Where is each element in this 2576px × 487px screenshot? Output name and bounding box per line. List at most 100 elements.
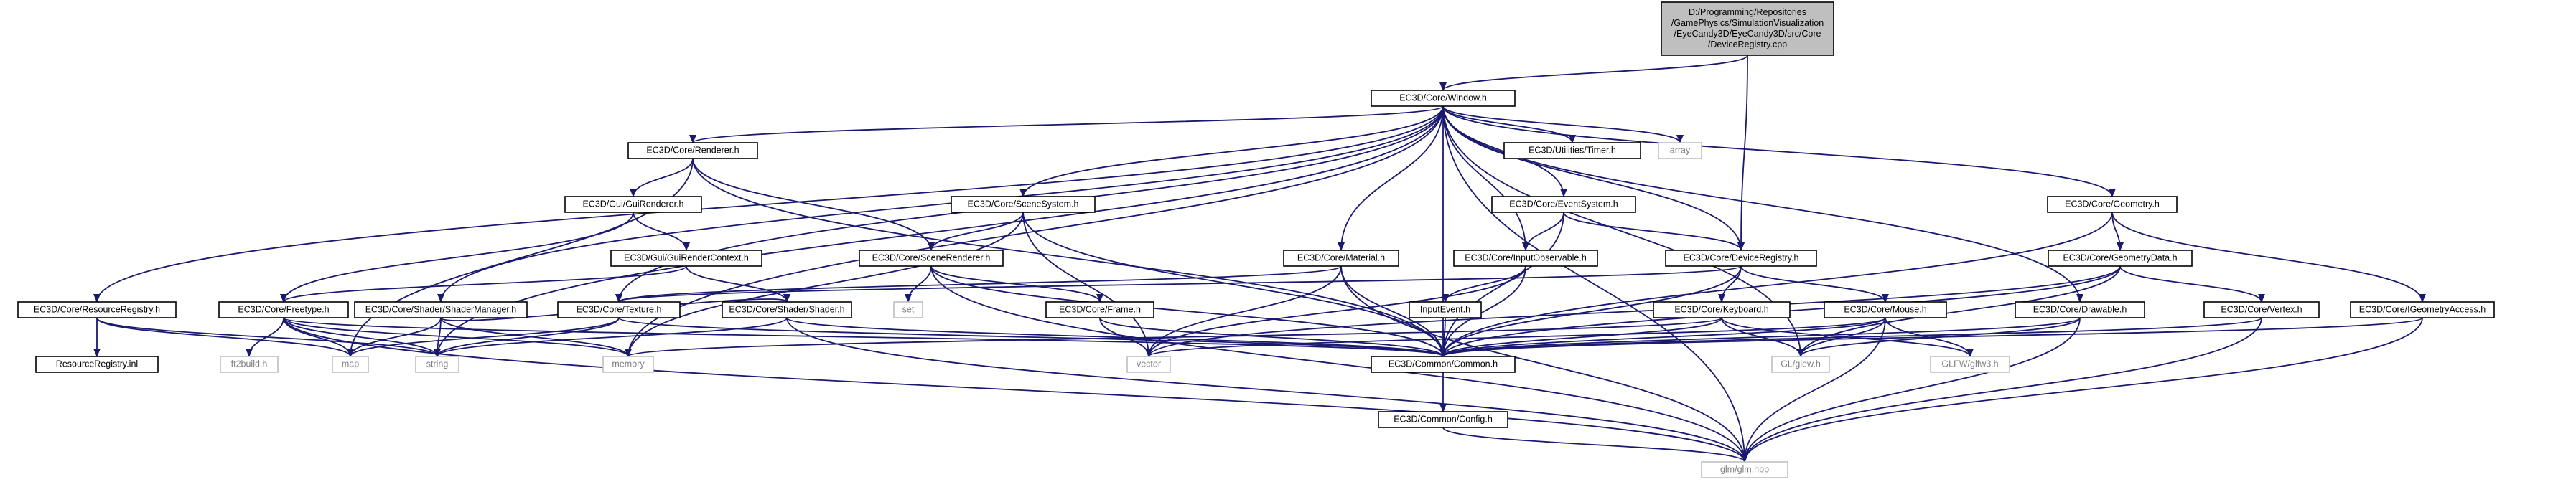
node-guirendercontext[interactable]: EC3D/Gui/GuiRenderContext.h (610, 250, 762, 267)
node-material[interactable]: EC3D/Core/Material.h (1283, 250, 1399, 267)
node-geometrydata-label: EC3D/Core/GeometryData.h (2063, 252, 2177, 263)
edge-freetype-to-ft2build (246, 317, 284, 357)
node-common[interactable]: EC3D/Common/Common.h (1371, 356, 1516, 373)
node-freetype[interactable]: EC3D/Core/Freetype.h (218, 301, 349, 318)
node-geometry-box (2047, 196, 2178, 213)
node-window[interactable]: EC3D/Core/Window.h (1371, 90, 1516, 107)
node-memory-label: memory (612, 359, 645, 369)
node-timer[interactable]: EC3D/Utilities/Timer.h (1503, 142, 1641, 159)
node-array-label: array (1670, 145, 1691, 155)
edge-material-to-texture (615, 265, 1342, 303)
node-shader-label: EC3D/Core/Shader/Shader.h (729, 304, 844, 314)
node-frame[interactable]: EC3D/Core/Frame.h (1045, 301, 1154, 318)
node-resourceregistry-label: EC3D/Core/ResourceRegistry.h (34, 304, 160, 314)
node-glm: glm/glm.hpp (1701, 461, 1788, 478)
node-guirendercontext-box (610, 250, 762, 267)
edge-root-to-deviceregistry (1737, 55, 1748, 251)
node-freetype-box (218, 301, 349, 318)
edge-eventsystem-to-inputobservable (1522, 212, 1564, 251)
node-resourceregistry[interactable]: EC3D/Core/ResourceRegistry.h (17, 301, 177, 318)
node-geometrydata[interactable]: EC3D/Core/GeometryData.h (2048, 250, 2193, 267)
edge-guirenderer-to-freetype (280, 212, 634, 303)
file-nodes: D:/Programming/Repositories/GamePhysics/… (17, 1, 2495, 478)
node-frame-box (1045, 301, 1154, 318)
node-config[interactable]: EC3D/Common/Config.h (1378, 411, 1508, 428)
edge-vertex-to-glm (1741, 317, 2262, 463)
node-glew: GL/glew.h (1771, 356, 1830, 373)
edge-resourceregistry-to-map (96, 317, 354, 357)
node-memory: memory (602, 356, 654, 373)
node-guirenderer-box (564, 196, 702, 213)
edge-material-to-glm (1340, 265, 1748, 463)
edge-shader-to-glm (786, 317, 1748, 463)
node-deviceregistry[interactable]: EC3D/Core/DeviceRegistry.h (1665, 250, 1817, 267)
edge-shadermanager-to-map (347, 317, 442, 357)
edge-deviceregistry-to-mouse (1740, 265, 1889, 303)
edge-drawable-to-common (1439, 317, 2081, 357)
edge-root-to-window (1439, 55, 1748, 91)
node-glm-box (1701, 461, 1788, 478)
node-timer-label: EC3D/Utilities/Timer.h (1529, 145, 1616, 155)
node-texture-label: EC3D/Core/Texture.h (577, 304, 662, 314)
node-renderer[interactable]: EC3D/Core/Renderer.h (627, 142, 758, 159)
edge-texture-to-common (618, 317, 1447, 357)
node-common-label: EC3D/Common/Common.h (1389, 359, 1498, 369)
node-eventsystem[interactable]: EC3D/Core/EventSystem.h (1491, 196, 1636, 213)
node-glfw-label: GLFW/glfw3.h (1941, 359, 1998, 369)
node-igeometryaccess[interactable]: EC3D/Core/IGeometryAccess.h (2350, 301, 2495, 318)
edge-scenerenderer-to-set (905, 265, 932, 303)
node-root-label: /EyeCandy3D/EyeCandy3D/src/Core (1674, 29, 1821, 39)
node-guirendercontext-label: EC3D/Gui/GuiRenderContext.h (624, 252, 749, 263)
node-vector-box (1126, 356, 1171, 373)
node-resourceregistryinl-label: ResourceRegistry.inl (56, 359, 138, 369)
edge-geometrydata-to-vertex (2119, 265, 2265, 303)
node-ft2build: ft2build.h (220, 356, 279, 373)
node-inputevent[interactable]: InputEvent.h (1409, 301, 1482, 318)
edge-config-to-glm (1442, 427, 1748, 463)
node-shadermanager[interactable]: EC3D/Core/Shader/ShaderManager.h (354, 301, 528, 318)
node-map-label: map (342, 359, 359, 369)
node-shader-box (722, 301, 852, 318)
node-texture[interactable]: EC3D/Core/Texture.h (557, 301, 681, 318)
node-scenerenderer[interactable]: EC3D/Core/SceneRenderer.h (859, 250, 1004, 267)
node-vertex[interactable]: EC3D/Core/Vertex.h (2203, 301, 2320, 318)
node-root-label: /DeviceRegistry.cpp (1708, 39, 1787, 49)
edge-igeometryaccess-to-glm (1741, 317, 2423, 463)
node-igeometryaccess-label: EC3D/Core/IGeometryAccess.h (2359, 304, 2486, 314)
node-glew-box (1771, 356, 1830, 373)
edge-inputobservable-to-common (1439, 265, 1526, 357)
edge-deviceregistry-to-common (1439, 265, 1742, 357)
edge-inputobservable-to-vector (1145, 265, 1526, 357)
node-eventsystem-box (1491, 196, 1636, 213)
node-freetype-label: EC3D/Core/Freetype.h (238, 304, 329, 314)
edge-geometrydata-to-vector (1145, 265, 2121, 357)
edge-scenesystem-to-scenerenderer (928, 212, 1024, 251)
edge-igeometryaccess-to-common (1439, 317, 2423, 357)
node-drawable[interactable]: EC3D/Core/Drawable.h (2015, 301, 2145, 318)
node-scenesystem[interactable]: EC3D/Core/SceneSystem.h (951, 196, 1096, 213)
node-guirenderer[interactable]: EC3D/Gui/GuiRenderer.h (564, 196, 702, 213)
node-mouse[interactable]: EC3D/Core/Mouse.h (1824, 301, 1947, 318)
node-inputevent-label: InputEvent.h (1420, 304, 1470, 314)
edge-mouse-to-vector (1145, 317, 1886, 357)
node-geometrydata-box (2048, 250, 2193, 267)
edge-guirenderer-to-guirendercontext (633, 212, 690, 251)
node-igeometryaccess-box (2350, 301, 2495, 318)
node-root-label: D:/Programming/Repositories (1689, 7, 1806, 17)
node-vertex-box (2203, 301, 2320, 318)
edge-renderer-to-guirenderer (630, 158, 694, 197)
node-inputobservable[interactable]: EC3D/Core/InputObservable.h (1453, 250, 1598, 267)
node-shader[interactable]: EC3D/Core/Shader/Shader.h (722, 301, 852, 318)
edge-shadermanager-to-memory (440, 317, 632, 357)
node-geometry[interactable]: EC3D/Core/Geometry.h (2047, 196, 2178, 213)
edge-keyboard-to-common (1439, 317, 1722, 357)
node-resourceregistryinl[interactable]: ResourceRegistry.inl (35, 356, 159, 373)
node-memory-box (602, 356, 654, 373)
node-mouse-label: EC3D/Core/Mouse.h (1844, 304, 1926, 314)
node-string-label: string (426, 359, 449, 369)
edge-freetype-to-string (283, 317, 441, 357)
node-inputevent-box (1409, 301, 1482, 318)
node-keyboard[interactable]: EC3D/Core/Keyboard.h (1653, 301, 1791, 318)
node-material-label: EC3D/Core/Material.h (1297, 252, 1385, 263)
edge-window-to-string (434, 105, 1444, 357)
